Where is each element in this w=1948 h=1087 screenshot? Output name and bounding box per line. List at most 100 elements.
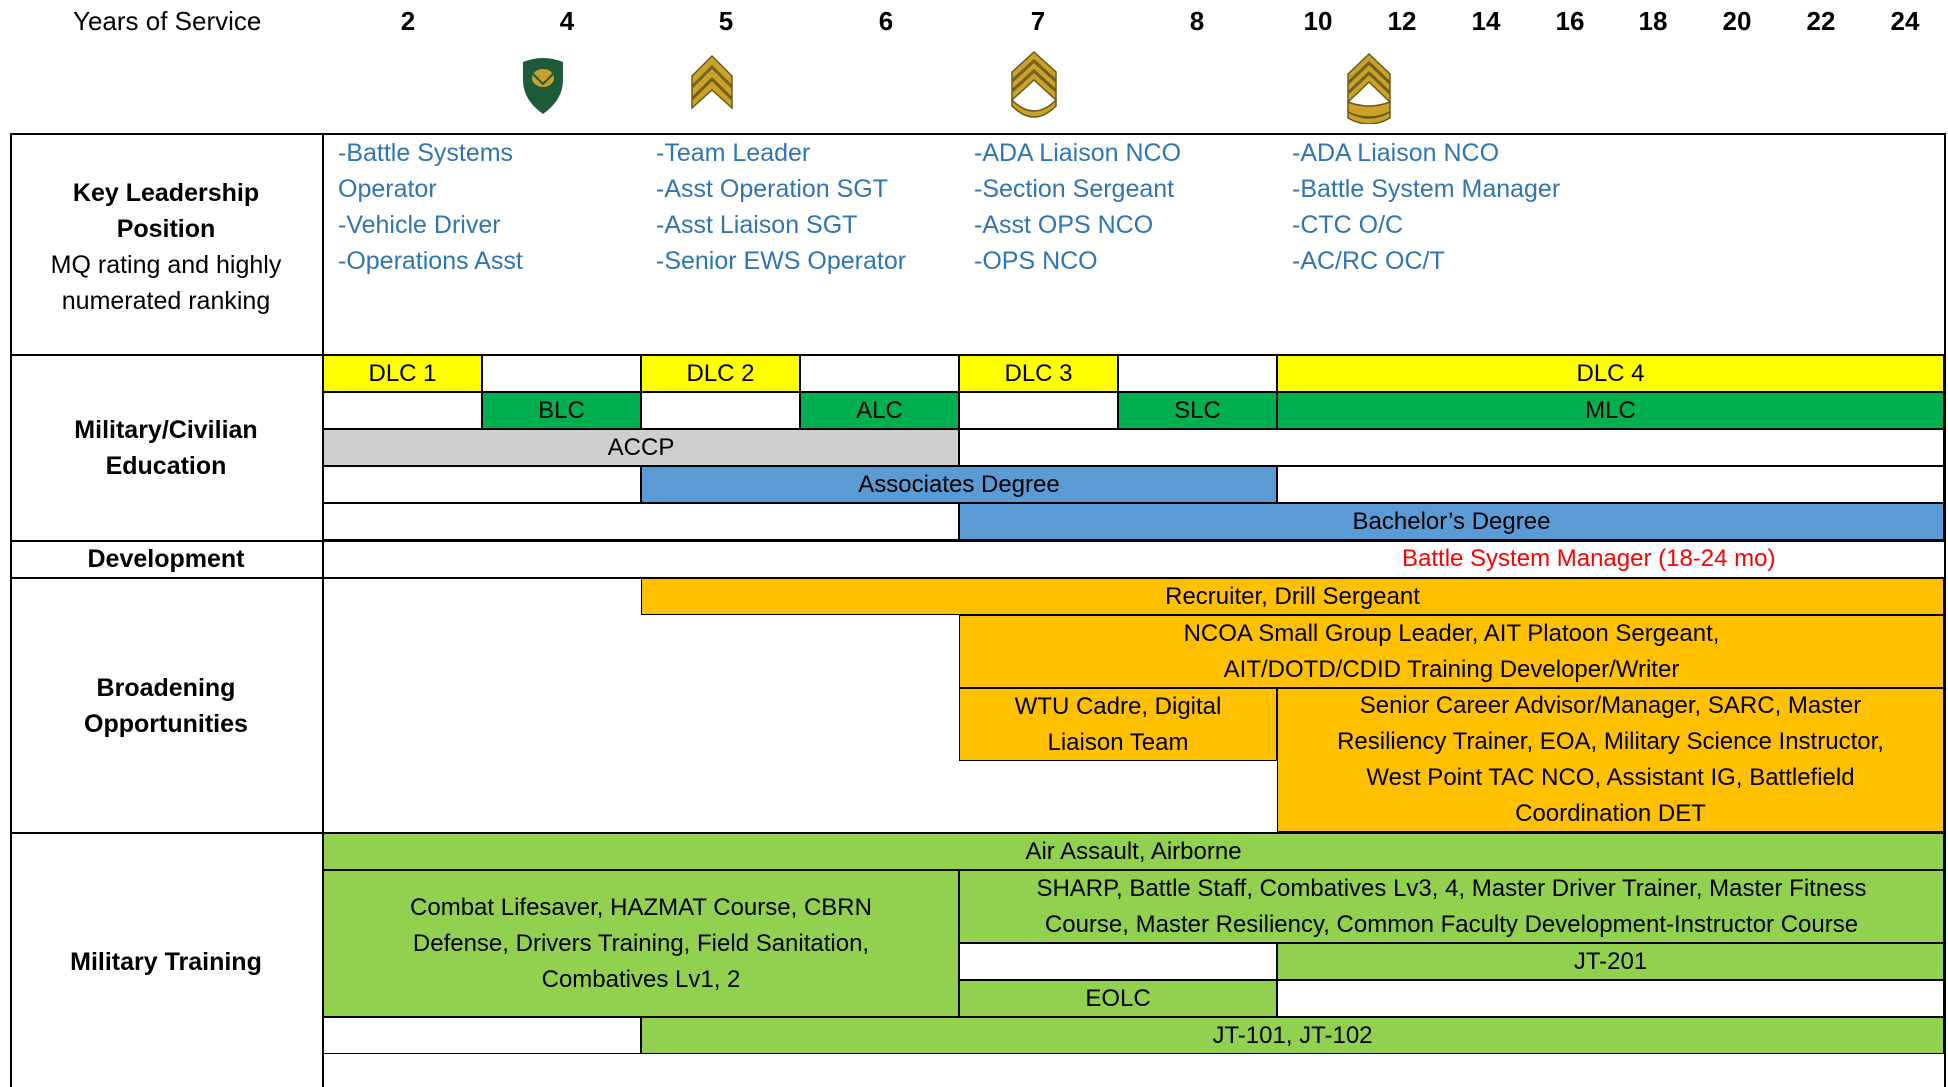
year-18: 18 xyxy=(1638,6,1668,36)
year-8: 8 xyxy=(1189,6,1205,36)
table-left-border xyxy=(10,133,12,1087)
leadership-item: -AC/RC OC/T xyxy=(1292,247,1445,275)
accp-bar: ACCP xyxy=(323,429,959,466)
specialist-rank-icon xyxy=(523,58,563,114)
year-16: 16 xyxy=(1555,6,1585,36)
senior-line-1: Senior Career Advisor/Manager, SARC, Mas… xyxy=(1359,692,1862,719)
leadership-item: -ADA Liaison NCO xyxy=(1292,139,1500,167)
year-10: 10 xyxy=(1303,6,1333,36)
combat-line-3: Combatives Lv1, 2 xyxy=(541,965,741,993)
development-text: Battle System Manager (18-24 mo) xyxy=(1402,545,1776,572)
table-top-border xyxy=(10,133,1946,135)
leadership-item: -Vehicle Driver xyxy=(338,211,501,239)
empty-cell xyxy=(323,466,641,503)
slc-bar: SLC xyxy=(1118,392,1277,429)
development-title: Development xyxy=(87,545,245,573)
dlc2-bar: DLC 2 xyxy=(641,355,800,392)
blc-bar: BLC xyxy=(482,392,641,429)
sergeant-first-class-rank-icon xyxy=(1347,52,1391,124)
combat-line-1: Combat Lifesaver, HAZMAT Course, CBRN xyxy=(410,893,872,921)
empty-cell xyxy=(1118,355,1277,392)
year-22: 22 xyxy=(1806,6,1836,36)
row-divider-education xyxy=(10,540,1946,542)
year-20: 20 xyxy=(1722,6,1752,36)
associates-degree-bar: Associates Degree xyxy=(641,466,1277,503)
sergeant-rank-icon xyxy=(691,54,733,110)
combat-lifesaver-bar: Combat Lifesaver, HAZMAT Course, CBRN De… xyxy=(323,870,959,1017)
combat-line-2: Defense, Drivers Training, Field Sanitat… xyxy=(412,929,870,957)
military-training-title: Military Training xyxy=(70,948,262,976)
empty-cell xyxy=(323,503,959,540)
year-4: 4 xyxy=(559,6,575,36)
label-column-divider xyxy=(322,133,324,1087)
sharp-line-2: Course, Master Resiliency, Common Facult… xyxy=(1044,910,1859,938)
staff-sergeant-rank-icon xyxy=(1011,50,1057,118)
development-label: Development xyxy=(12,541,320,577)
empty-cell xyxy=(482,355,641,392)
leadership-item: -ADA Liaison NCO xyxy=(974,139,1182,167)
leadership-item: Operator xyxy=(338,175,437,203)
senior-line-2: Resiliency Trainer, EOA, Military Scienc… xyxy=(1337,728,1884,755)
year-5: 5 xyxy=(718,6,734,36)
empty-cell xyxy=(323,1017,641,1054)
leadership-column-ssg: -ADA Liaison NCO -Section Sergeant -Asst… xyxy=(974,135,1181,279)
key-leadership-label: Key Leadership Position MQ rating and hi… xyxy=(12,172,320,322)
air-assault-bar: Air Assault, Airborne xyxy=(323,833,1944,870)
ncoa-bar: NCOA Small Group Leader, AIT Platoon Ser… xyxy=(959,615,1944,688)
leadership-item: -Battle Systems xyxy=(338,139,514,167)
key-leadership-title-2: Position xyxy=(116,215,216,243)
leadership-item: -Asst Operation SGT xyxy=(656,175,889,203)
year-24: 24 xyxy=(1890,6,1920,36)
ncoa-line-1: NCOA Small Group Leader, AIT Platoon Ser… xyxy=(1183,619,1720,647)
wtu-line-1: WTU Cadre, Digital xyxy=(1014,692,1222,720)
ncoa-line-2: AIT/DOTD/CDID Training Developer/Writer xyxy=(1223,655,1680,683)
key-leadership-title-1: Key Leadership xyxy=(72,179,260,207)
alc-bar: ALC xyxy=(800,392,959,429)
jt101-jt102-bar: JT-101, JT-102 xyxy=(641,1017,1944,1054)
dlc1-bar: DLC 1 xyxy=(323,355,482,392)
empty-cell xyxy=(1277,466,1944,503)
leadership-item: -Battle System Manager xyxy=(1292,175,1561,203)
broadening-label: Broadening Opportunities xyxy=(12,668,320,744)
sharp-line-1: SHARP, Battle Staff, Combatives Lv3, 4, … xyxy=(1036,874,1867,902)
leadership-item: -Team Leader xyxy=(656,139,811,167)
recruiter-drill-sergeant-bar: Recruiter, Drill Sergeant xyxy=(641,578,1944,615)
year-7: 7 xyxy=(1030,6,1046,36)
sharp-battle-staff-bar: SHARP, Battle Staff, Combatives Lv3, 4, … xyxy=(959,870,1944,943)
bachelors-degree-bar: Bachelor’s Degree xyxy=(959,503,1944,540)
dlc3-bar: DLC 3 xyxy=(959,355,1118,392)
key-leadership-sub-2: numerated ranking xyxy=(61,287,271,315)
senior-line-4: Coordination DET xyxy=(1515,800,1706,827)
dlc4-bar: DLC 4 xyxy=(1277,355,1944,392)
leadership-item: -OPS NCO xyxy=(974,247,1098,275)
year-14: 14 xyxy=(1471,6,1501,36)
broadening-title-1: Broadening xyxy=(96,674,236,702)
year-12: 12 xyxy=(1387,6,1417,36)
leadership-item: -Asst Liaison SGT xyxy=(656,211,858,239)
year-2: 2 xyxy=(400,6,416,36)
wtu-line-2: Liaison Team xyxy=(1047,728,1189,756)
leadership-item: -Asst OPS NCO xyxy=(974,211,1154,239)
leadership-item: -Section Sergeant xyxy=(974,175,1175,203)
leadership-column-spc: -Battle Systems Operator -Vehicle Driver… xyxy=(338,135,523,279)
empty-cell xyxy=(1277,980,1944,1017)
leadership-item: -Senior EWS Operator xyxy=(656,247,907,275)
empty-cell xyxy=(959,429,1944,466)
empty-cell xyxy=(323,392,482,429)
empty-cell xyxy=(641,392,800,429)
empty-cell xyxy=(959,943,1277,980)
wtu-cadre-bar: WTU Cadre, Digital Liaison Team xyxy=(959,688,1277,761)
military-training-label: Military Training xyxy=(12,942,320,982)
eolc-bar: EOLC xyxy=(959,980,1277,1017)
jt201-bar: JT-201 xyxy=(1277,943,1944,980)
education-title-2: Education xyxy=(105,452,227,480)
empty-cell xyxy=(959,392,1118,429)
leadership-column-sfc: -ADA Liaison NCO -Battle System Manager … xyxy=(1292,135,1560,279)
year-6: 6 xyxy=(878,6,894,36)
key-leadership-sub-1: MQ rating and highly xyxy=(50,251,282,279)
education-title-1: Military/Civilian xyxy=(74,416,258,444)
table-right-border xyxy=(1944,133,1946,1087)
mlc-bar: MLC xyxy=(1277,392,1944,429)
leadership-item: -Operations Asst xyxy=(338,247,523,275)
leadership-column-sgt: -Team Leader -Asst Operation SGT -Asst L… xyxy=(656,135,906,279)
